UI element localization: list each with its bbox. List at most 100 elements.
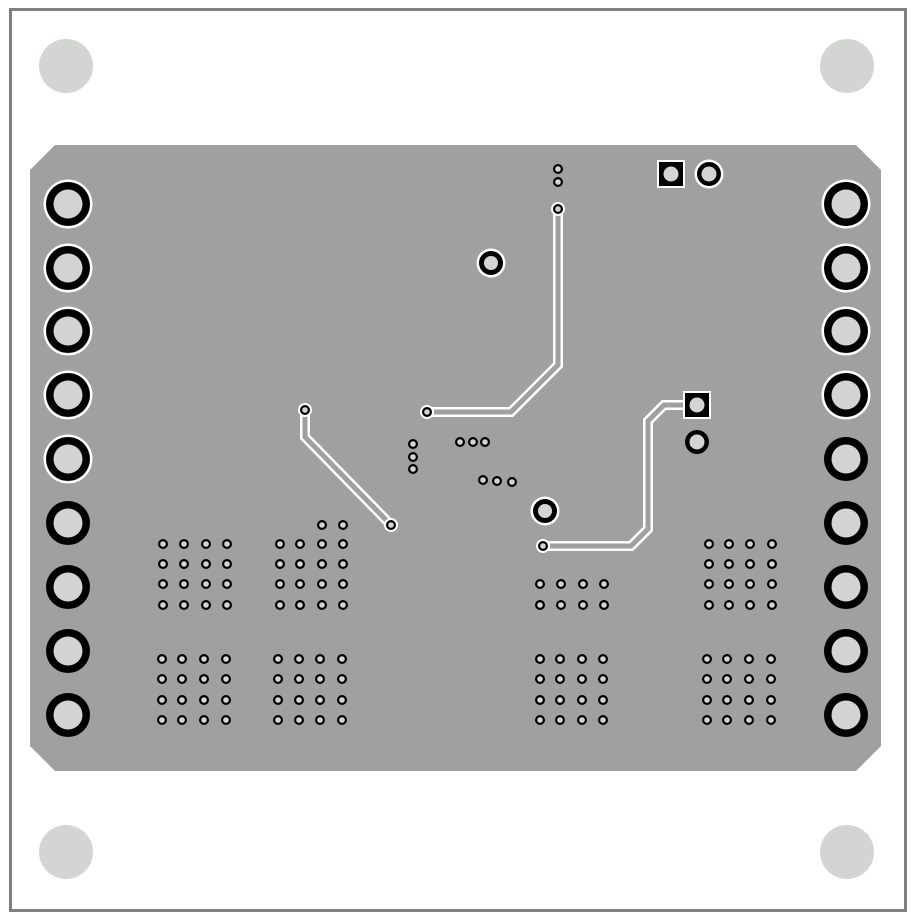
right-connector-pad-hole (831, 380, 861, 410)
via-hole (224, 602, 230, 608)
left-connector-pad-hole (53, 572, 83, 602)
via-hole (724, 717, 730, 723)
right-connector-pad-hole (831, 636, 861, 666)
via-hole (317, 717, 323, 723)
via-hole (275, 676, 281, 682)
via-hole (600, 697, 606, 703)
via-hole (181, 581, 187, 587)
via-hole (319, 541, 325, 547)
via-hole (457, 439, 463, 445)
right-connector-pad-hole (831, 700, 861, 730)
via-hole (339, 697, 345, 703)
header-pad-hole (701, 166, 717, 182)
via-hole (224, 581, 230, 587)
via-hole (160, 602, 166, 608)
test-pad-hole (484, 256, 498, 270)
mounting-hole (39, 825, 93, 879)
via-hole (724, 697, 730, 703)
via-hole (580, 581, 586, 587)
via-hole (277, 541, 283, 547)
via-hole (509, 479, 515, 485)
via-hole (579, 676, 585, 682)
via-hole (201, 656, 207, 662)
right-connector-pad-hole (831, 316, 861, 346)
via-hole (339, 676, 345, 682)
via-hole (769, 581, 775, 587)
via-hole (704, 717, 710, 723)
via-hole (580, 602, 586, 608)
via-hole (223, 676, 229, 682)
via-hole (159, 676, 165, 682)
via-hole (179, 717, 185, 723)
via-hole (537, 676, 543, 682)
via-hole (747, 541, 753, 547)
via-hole (537, 602, 543, 608)
jumper-pin1-pad-hole (689, 397, 705, 413)
via-hole (223, 656, 229, 662)
via-hole (706, 541, 712, 547)
via-hole (179, 676, 185, 682)
via-hole (317, 676, 323, 682)
copper-pour (30, 145, 881, 771)
via-hole (296, 717, 302, 723)
via-hole (768, 697, 774, 703)
via-hole (706, 561, 712, 567)
via-hole (296, 697, 302, 703)
via-hole (159, 717, 165, 723)
via-hole (277, 602, 283, 608)
via-hole (747, 602, 753, 608)
via-hole (746, 717, 752, 723)
traces (300, 209, 697, 551)
via-hole (558, 581, 564, 587)
header-pin1-pad-hole (663, 166, 679, 182)
via-hole (201, 676, 207, 682)
via-hole (223, 717, 229, 723)
via-hole (339, 717, 345, 723)
left-connector-pad-hole (53, 316, 83, 346)
via-hole (319, 561, 325, 567)
pads (43, 159, 871, 737)
right-connector-pad-hole (831, 189, 861, 219)
via-hole (181, 602, 187, 608)
mounting-hole (820, 825, 874, 879)
via-hole (537, 581, 543, 587)
via-hole (724, 656, 730, 662)
via-hole (302, 407, 308, 413)
via-hole (203, 541, 209, 547)
mounting-holes (39, 39, 874, 879)
via-hole (579, 656, 585, 662)
via-hole (388, 522, 394, 528)
via-hole (181, 561, 187, 567)
via-hole (319, 522, 325, 528)
via-hole (726, 561, 732, 567)
left-connector-pad-hole (53, 253, 83, 283)
via-hole (296, 656, 302, 662)
trace (302, 410, 393, 527)
via-hole (160, 581, 166, 587)
via-hole (600, 676, 606, 682)
via-hole (704, 697, 710, 703)
via-hole (557, 697, 563, 703)
via-hole (340, 541, 346, 547)
via-hole (600, 656, 606, 662)
via-hole (297, 581, 303, 587)
via-hole (410, 441, 416, 447)
via-hole (482, 439, 488, 445)
via-hole (424, 409, 430, 415)
trace (427, 209, 561, 415)
left-connector-pad-hole (53, 380, 83, 410)
via-hole (557, 676, 563, 682)
via-hole (277, 581, 283, 587)
via-hole (319, 602, 325, 608)
via-hole (340, 602, 346, 608)
via-hole (159, 656, 165, 662)
via-hole (339, 656, 345, 662)
via-hole (203, 561, 209, 567)
left-connector-pad-hole (53, 700, 83, 730)
vias (157, 164, 777, 725)
via-hole (768, 717, 774, 723)
via-hole (746, 676, 752, 682)
via-hole (769, 561, 775, 567)
left-connector-pad-hole (53, 508, 83, 538)
